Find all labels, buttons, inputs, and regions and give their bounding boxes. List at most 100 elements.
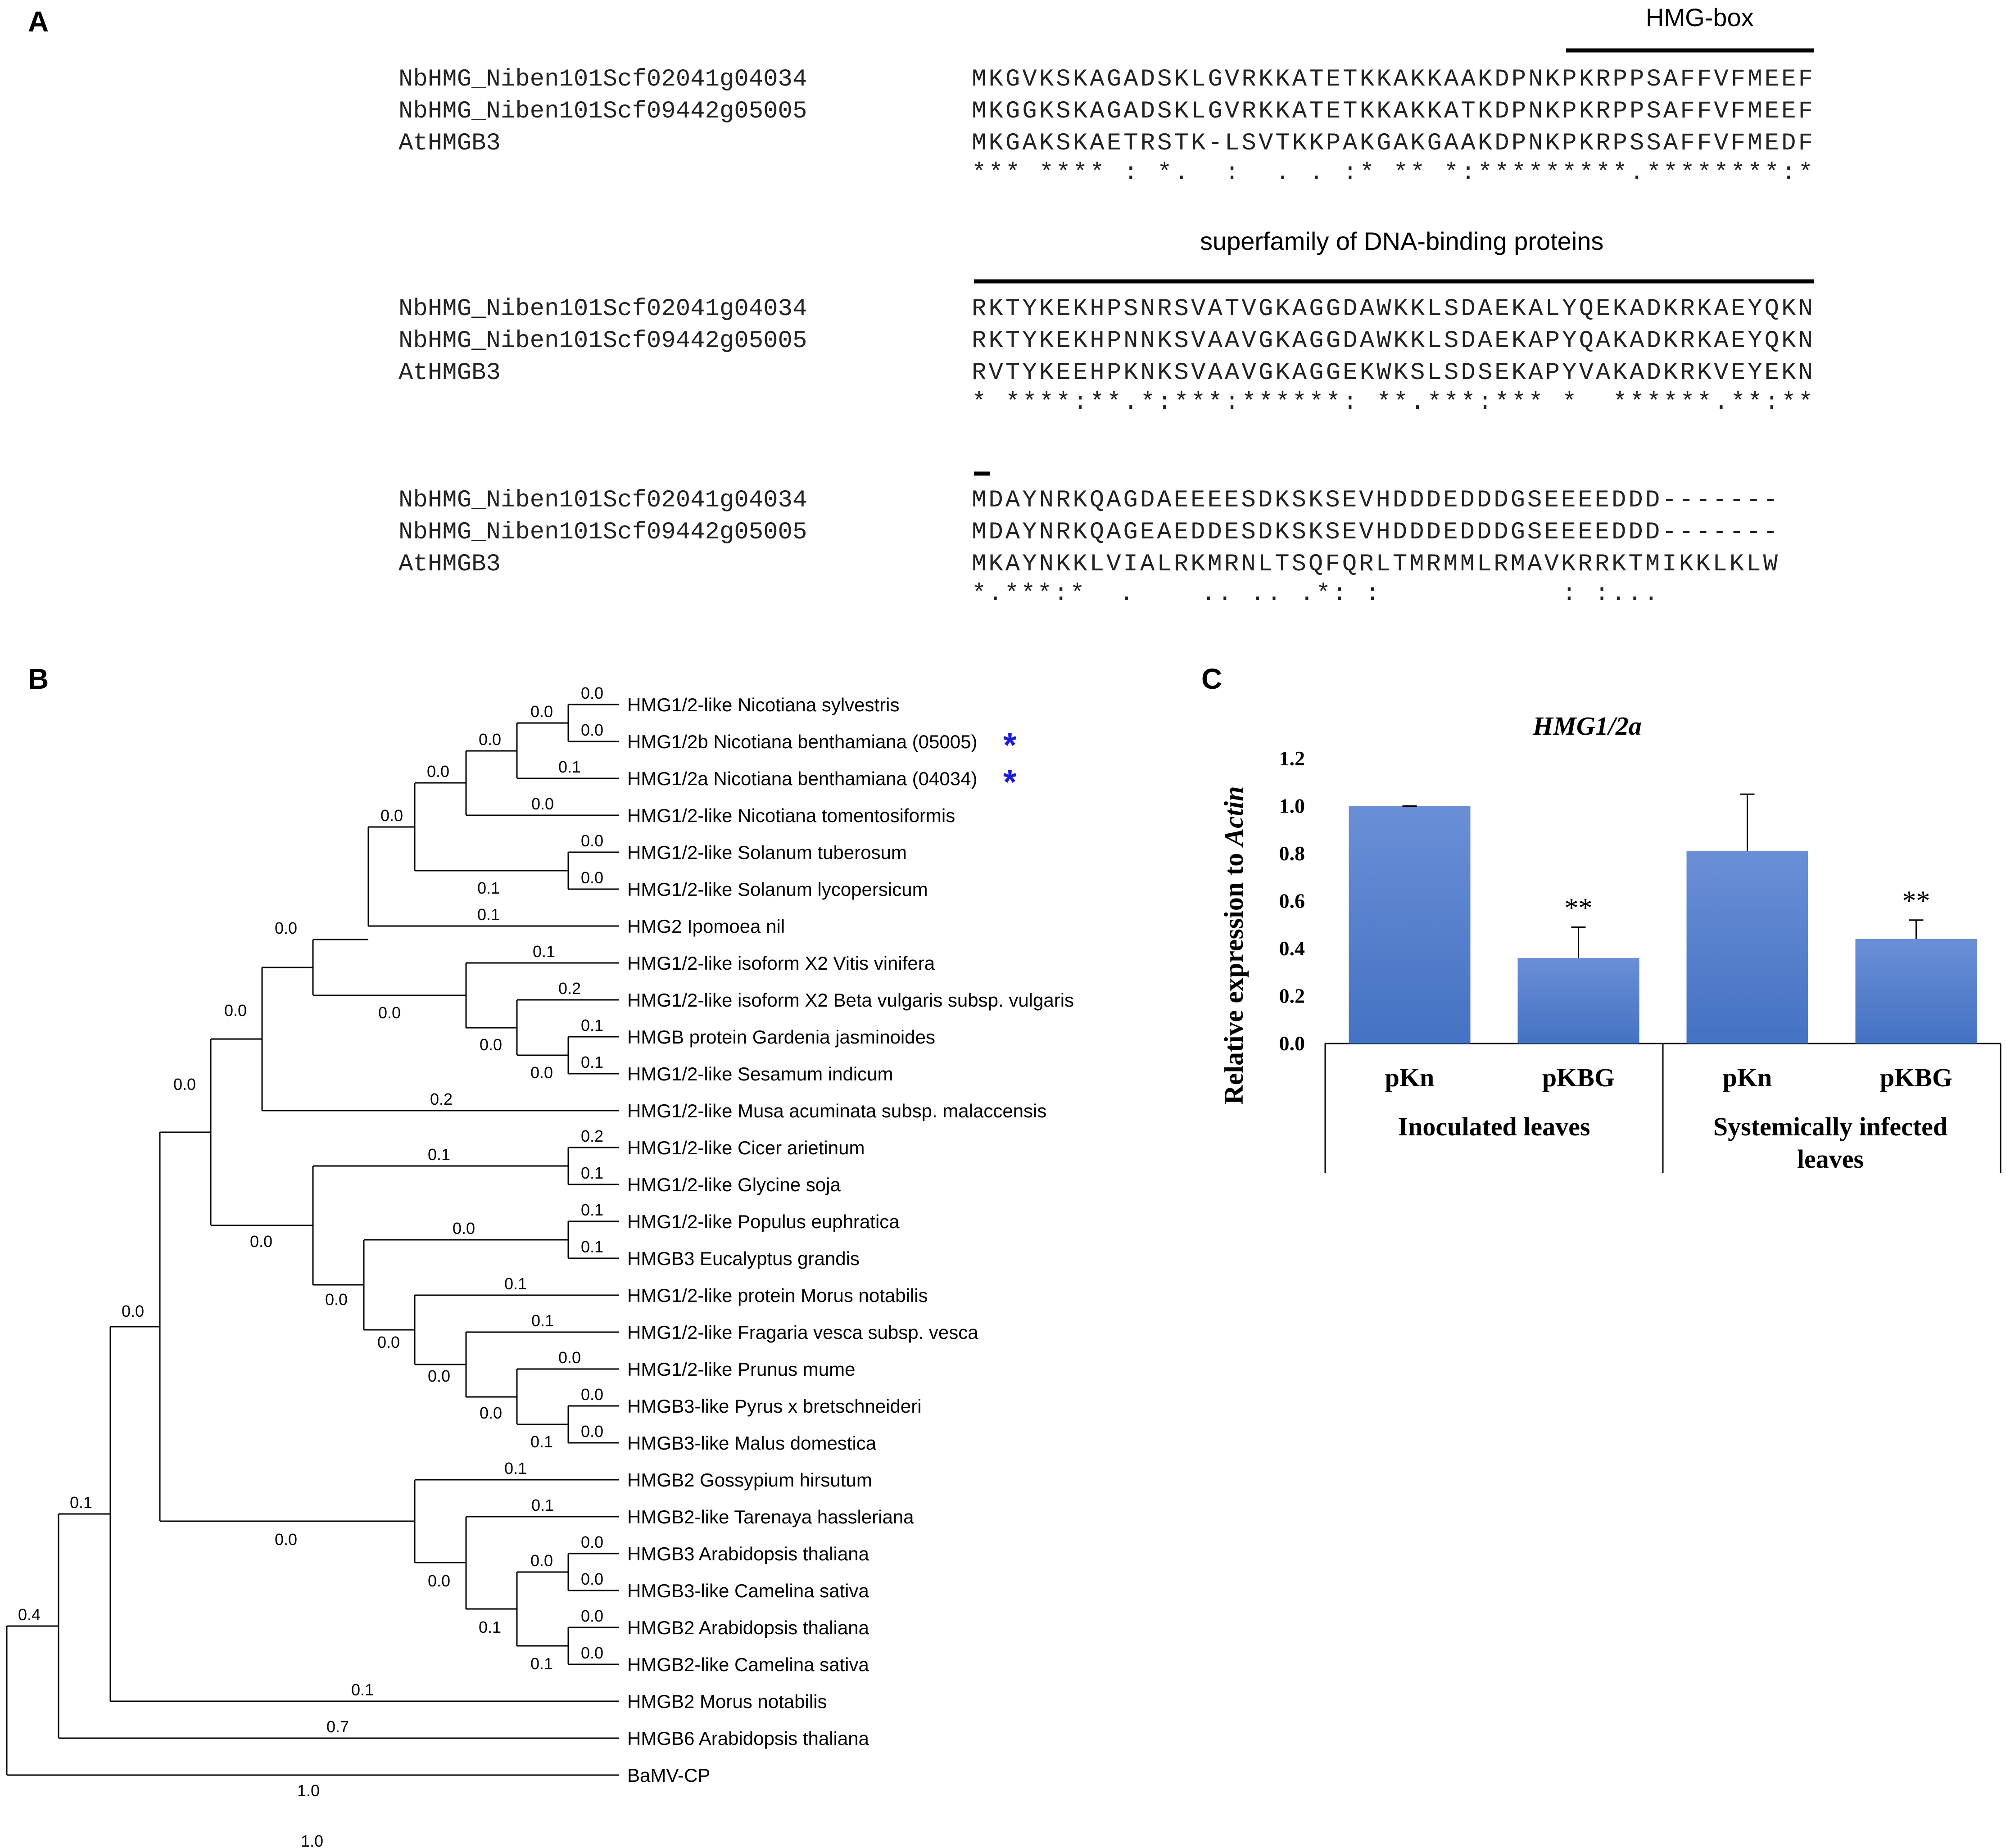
branch-length: 0.1 — [504, 1459, 527, 1477]
sequence: MKAYNKKLVIALRKMRNLTSQFQRLTMRMMLRMAVKRRKT… — [972, 551, 1778, 578]
branch-length: 0.0 — [581, 1644, 603, 1662]
seq-name: NbHMG_Niben101Scf09442g05005 — [398, 519, 807, 546]
tree-leaf: HMG1/2-like Musa acuminata subsp. malacc… — [627, 1100, 1046, 1121]
seq-name: NbHMG_Niben101Scf09442g05005 — [398, 327, 807, 355]
y-axis-label-italic: Actin — [1219, 786, 1249, 848]
seq-name: NbHMG_Niben101Scf02041g04034 — [398, 66, 807, 93]
branch-length: 0.0 — [325, 1290, 348, 1309]
seq-name: AtHMGB3 — [398, 130, 501, 157]
y-tick-label: 0.4 — [1279, 937, 1305, 960]
tree-leaf: HMG1/2-like Prunus mume — [627, 1359, 855, 1380]
branch-length: 0.1 — [351, 1681, 374, 1699]
node — [516, 1369, 568, 1425]
bar — [1349, 806, 1471, 1044]
sequence: RVTYKEEHPKNKSVAAVGKAGGEKWKSLSDSEKAPYVAKA… — [972, 359, 1813, 387]
node — [465, 750, 517, 815]
tree-leaf: HMGB3-like Pyrus x bretschneideri — [627, 1396, 922, 1417]
branch-length: 0.0 — [581, 684, 603, 702]
node — [414, 1480, 466, 1563]
node — [312, 1165, 568, 1286]
consensus-line: *.***:* . .. .. .*: : : :... — [972, 580, 1658, 608]
scale-label: 1.0 — [301, 1832, 323, 1848]
tree-leaf: HMG1/2-like protein Morus notabilis — [627, 1285, 928, 1306]
node — [367, 826, 415, 926]
sequence: MKGAKSKAETRSTK-LSVTKKPAKGAKGAAKDPNKPKRPS… — [972, 130, 1813, 157]
tree-leaf: HMG1/2-like Glycine soja — [627, 1174, 841, 1195]
branch-length: 0.0 — [427, 762, 449, 781]
category-label: pKn — [1723, 1063, 1772, 1092]
y-tick-label: 0.6 — [1279, 890, 1305, 913]
branch-length: 0.0 — [530, 1063, 553, 1082]
node — [465, 1332, 517, 1398]
bar — [1686, 851, 1808, 1044]
tree-leaf: HMG1/2-like Nicotiana tomentosiformis — [627, 805, 955, 826]
branch-length: 0.1 — [504, 1274, 527, 1293]
node — [109, 1326, 160, 1701]
tree-leaf: BaMV-CP — [627, 1765, 710, 1786]
branch-length: 0.4 — [18, 1605, 41, 1624]
tree-leaf: HMG1/2-like Solanum tuberosum — [627, 842, 907, 863]
sequence: RKTYKEKHPNNKSVAAVGKAGGDAWKKLSDAEKAPYQAKA… — [972, 327, 1813, 355]
branch-length: 0.1 — [428, 1145, 450, 1164]
tree-leaf: HMGB2 Arabidopsis thaliana — [627, 1617, 869, 1638]
hmg-box-annotation: HMG-box — [1646, 3, 1754, 32]
tree-leaf: HMGB3-like Camelina sativa — [627, 1580, 869, 1601]
tree-leaf: HMG1/2-like isoform X2 Vitis vinifera — [627, 953, 935, 974]
tree-leaf: HMGB2 Gossypium hirsutum — [627, 1469, 872, 1491]
branch-length: 0.0 — [377, 1333, 400, 1351]
tree-leaf: HMG1/2-like Cicer arietinum — [627, 1137, 865, 1158]
sequence: RKTYKEKHPSNRSVATVGKAGGDAWKKLSDAEKALYQEKA… — [972, 295, 1813, 323]
sequence: MDAYNRKQAGEAEDDESDKSKSEVHDDDEDDDGSEEEEDD… — [972, 519, 1778, 546]
group-label: leaves — [1797, 1144, 1864, 1174]
y-tick-label: 1.0 — [1279, 795, 1305, 818]
tree-leaf: HMGB6 Arabidopsis thaliana — [627, 1728, 869, 1749]
consensus-line: *** **** : *. : . . :* ** *:*********.**… — [972, 159, 1813, 187]
branch-length: 0.0 — [531, 795, 554, 813]
category-label: pKBG — [1880, 1063, 1952, 1092]
branch-length: 0.1 — [477, 905, 500, 924]
node — [58, 1513, 110, 1738]
y-axis-label: Relative expression to Actin — [1219, 786, 1249, 1104]
star-marker: * — [1003, 763, 1017, 801]
tree-leaf: HMGB2-like Camelina sativa — [627, 1654, 869, 1675]
tree-leaf: HMGB3-like Malus domestica — [627, 1432, 877, 1454]
tree-leaf: HMG2 Ipomoea nil — [627, 916, 785, 937]
tree-leaf: HMG1/2b Nicotiana benthamiana (05005) — [627, 731, 977, 752]
node — [516, 1571, 568, 1647]
scale-label-top: 1.0 — [297, 1781, 320, 1800]
tree-leaf: HMGB protein Gardenia jasminoides — [627, 1026, 935, 1048]
node — [6, 1625, 59, 1775]
tree-leaf: HMG1/2-like Fragaria vesca subsp. vesca — [627, 1322, 978, 1343]
branch-length: 0.0 — [453, 1219, 475, 1238]
branch-length: 0.0 — [581, 1533, 603, 1551]
sequence: MKGVKSKAGADSKLGVRKKATETKKAKKAAKDPNKPKRPP… — [972, 66, 1813, 93]
bar — [1855, 939, 1977, 1044]
branch-length-labels: 0.0 0.0 0.1 0.0 0.0 0.0 0.1 0.1 0.0 0.0 … — [18, 684, 603, 1736]
branch-length: 0.1 — [558, 758, 581, 776]
consensus-line: * ****:**.*:***:******: **.***:*** * ***… — [972, 389, 1813, 416]
branch-length: 0.0 — [224, 1001, 247, 1020]
node — [516, 1000, 568, 1056]
branch-length: 0.1 — [70, 1493, 92, 1512]
seq-name: AtHMGB3 — [398, 551, 501, 578]
panel-b-label: B — [28, 663, 49, 695]
branch-length: 0.0 — [380, 806, 403, 825]
branch-length: 0.2 — [430, 1090, 453, 1108]
seq-name: NbHMG_Niben101Scf02041g04034 — [398, 487, 807, 514]
branch-length: 0.1 — [477, 879, 500, 897]
branch-length: 0.0 — [530, 702, 553, 721]
group-label: Systemically infected — [1713, 1112, 1947, 1141]
branch-length: 0.0 — [428, 1572, 450, 1590]
panel-c-label: C — [1201, 663, 1222, 695]
branch-length: 0.0 — [250, 1232, 272, 1251]
category-label: pKBG — [1542, 1063, 1615, 1092]
panel-a-label: A — [28, 5, 49, 38]
sequence: MKGGKSKAGADSKLGVRKKATETKKAKKATKDPNKPKRPP… — [972, 98, 1813, 125]
branch-length: 0.1 — [479, 1618, 501, 1636]
tree-branches — [6, 704, 619, 1776]
branch-length: 0.1 — [581, 1238, 603, 1256]
branch-length: 0.0 — [275, 919, 297, 937]
seq-name: NbHMG_Niben101Scf02041g04034 — [398, 295, 807, 323]
